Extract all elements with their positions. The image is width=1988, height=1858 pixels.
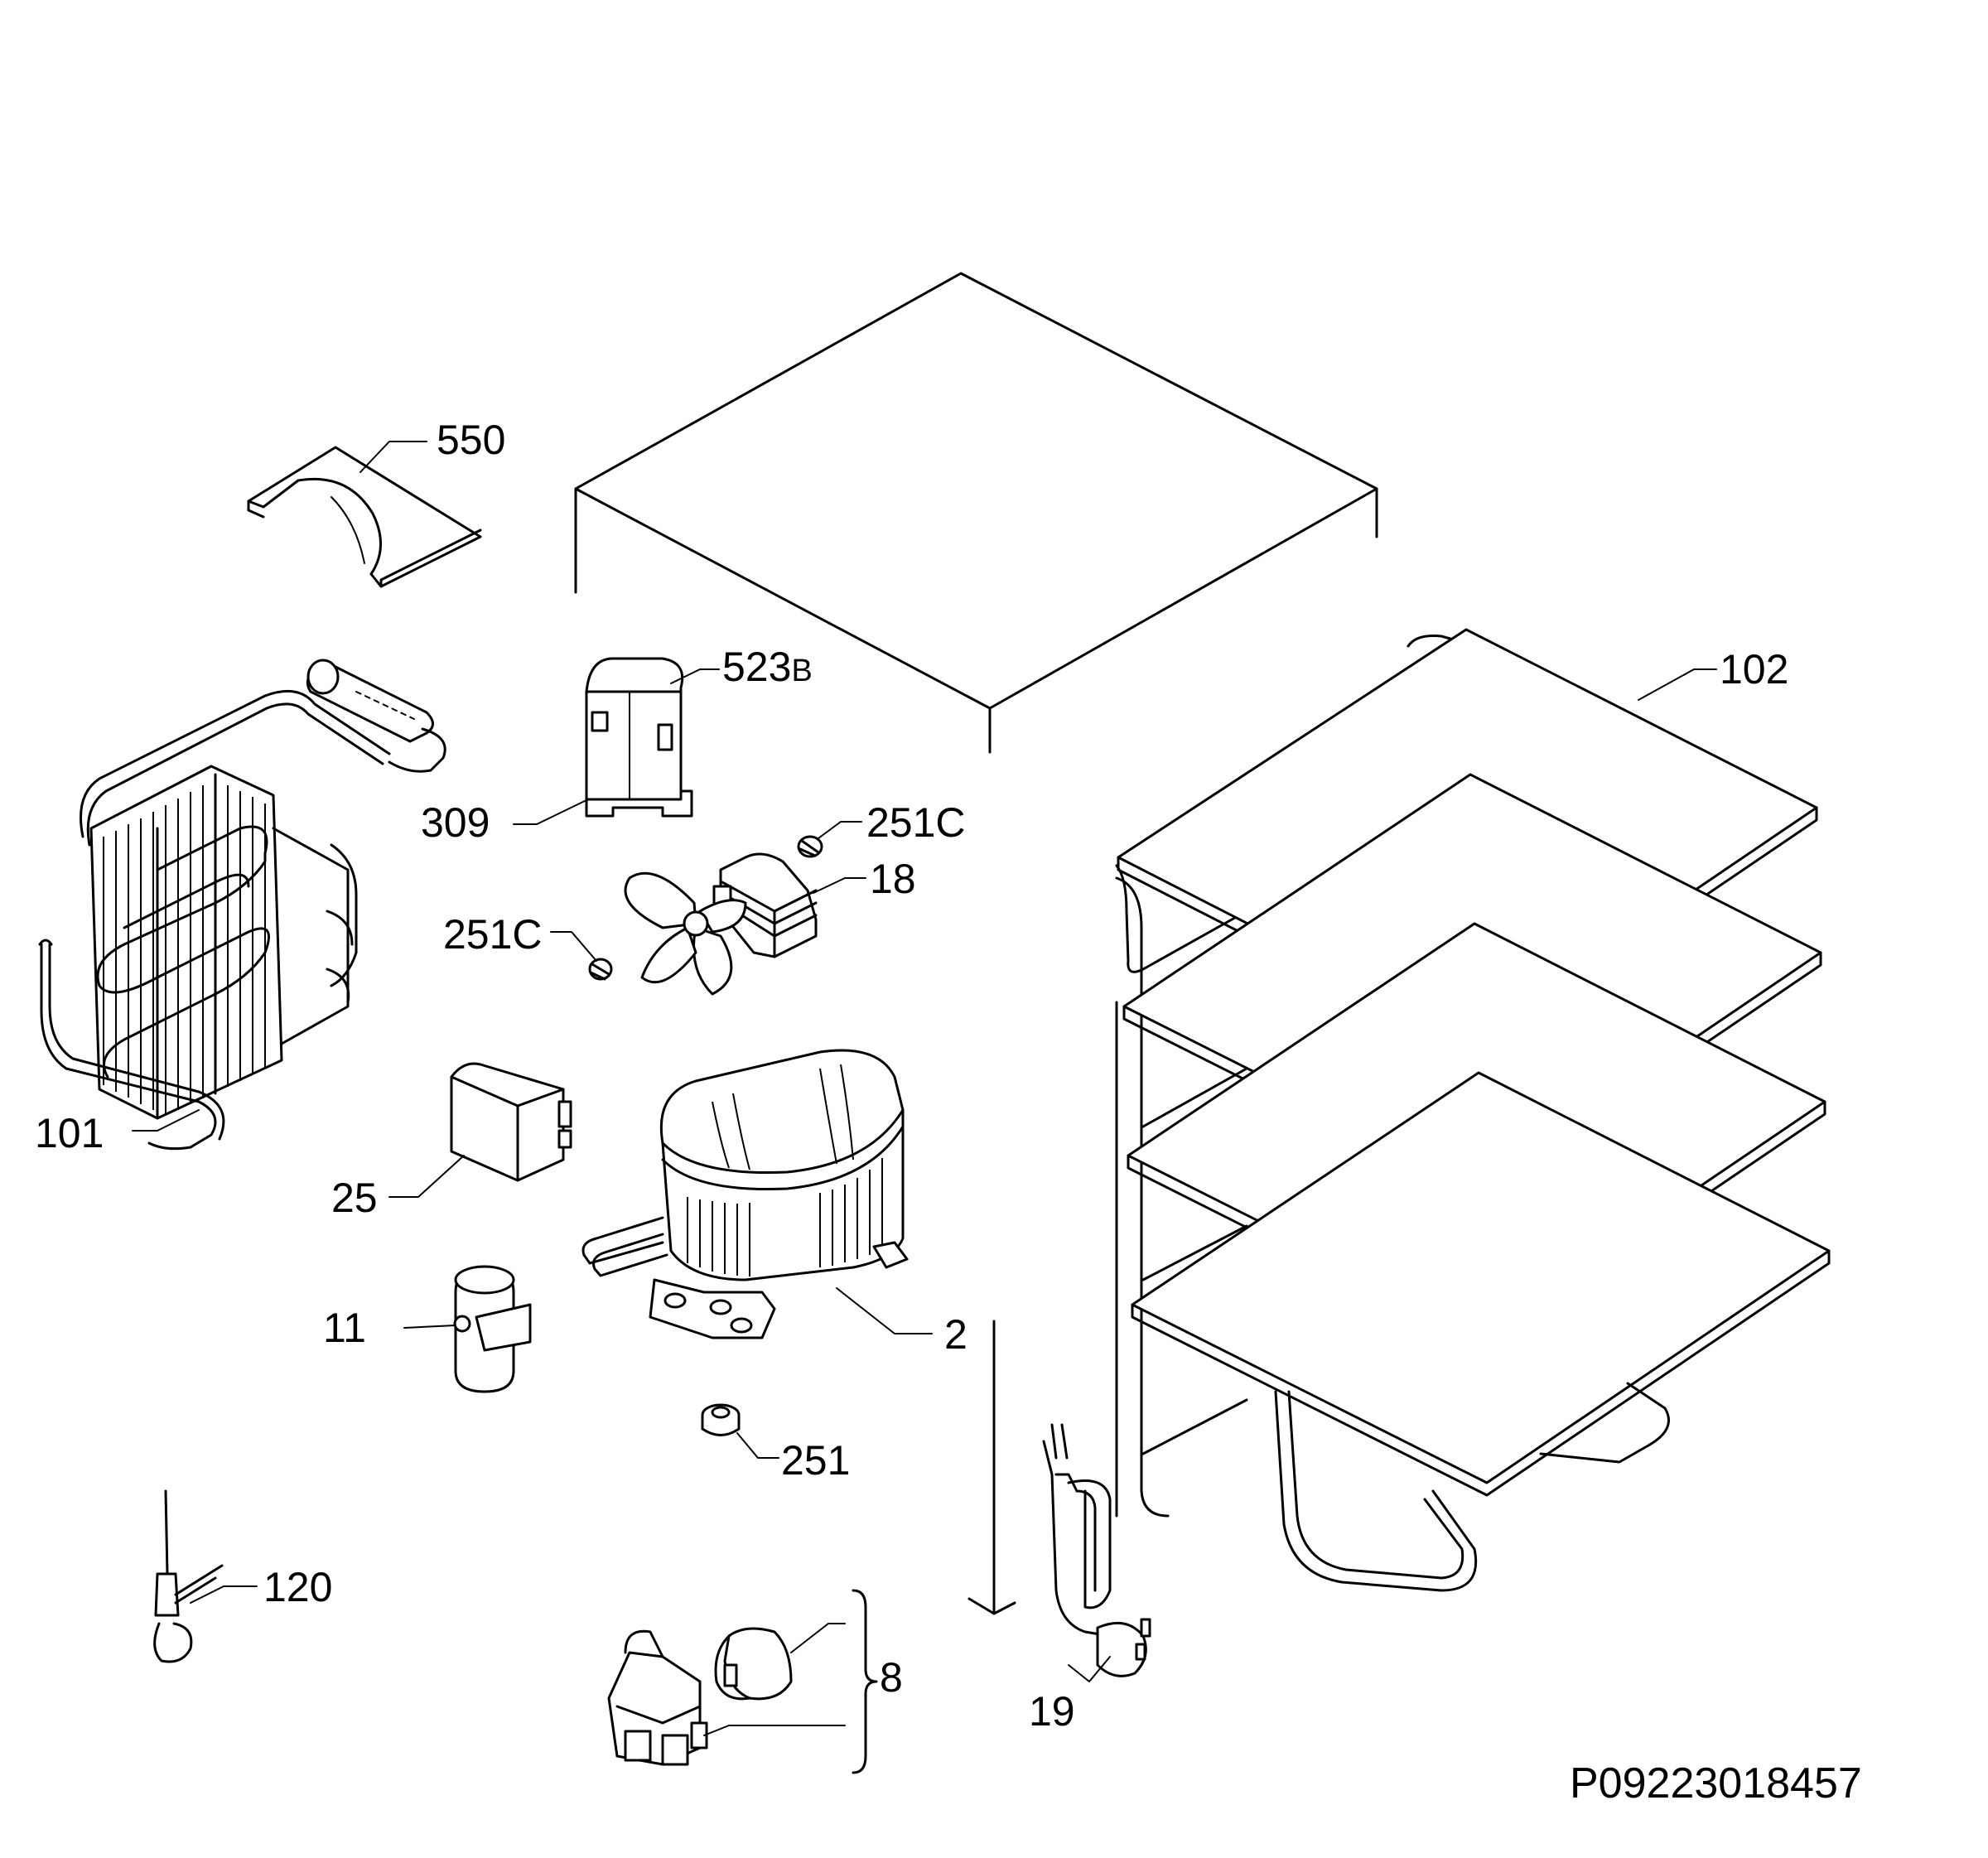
leader-251c-left <box>550 931 597 962</box>
leader-523 <box>670 668 720 684</box>
assembly-direction-arrow <box>967 1320 1016 1615</box>
bracket-8 <box>852 1589 878 1774</box>
part-labels: 550 523B 309 102 251C 18 251C 101 25 11 … <box>35 417 1788 1735</box>
leader-25 <box>388 1155 465 1198</box>
leader-18 <box>813 877 866 894</box>
part-120-sensor <box>153 1489 224 1663</box>
label-8: 8 <box>880 1654 903 1701</box>
label-101: 101 <box>35 1110 104 1156</box>
part-251-grommet <box>701 1403 741 1436</box>
leader-11 <box>403 1325 456 1329</box>
leader-550 <box>359 441 427 473</box>
part-102-shelf-rack <box>1115 628 1831 1592</box>
label-251c-left: 251C <box>443 911 543 958</box>
part-8-relay-protector <box>607 1627 793 1766</box>
leader-251c-top <box>818 821 862 839</box>
part-19-power-cord <box>1042 1423 1151 1677</box>
leader-120 <box>190 1585 258 1604</box>
part-251c-grommet-top <box>797 835 823 858</box>
part-101-condenser <box>38 659 446 1151</box>
leader-19 <box>1068 1656 1111 1682</box>
label-2: 2 <box>944 1311 967 1358</box>
leader-102 <box>1638 668 1717 701</box>
label-550: 550 <box>437 417 505 463</box>
part-251c-grommet-left <box>588 958 613 981</box>
label-523-number: 523 <box>722 644 791 690</box>
label-251: 251 <box>781 1437 850 1484</box>
label-309: 309 <box>421 799 490 846</box>
top-cover-panel <box>574 272 1378 754</box>
label-18: 18 <box>870 856 916 902</box>
leader-2 <box>836 1287 933 1334</box>
label-120: 120 <box>263 1564 332 1610</box>
label-102: 102 <box>1720 646 1788 693</box>
leader-309 <box>513 799 589 825</box>
leader-8-bottom <box>703 1725 846 1736</box>
leader-8-top <box>790 1623 846 1653</box>
part-550-cover <box>247 446 482 588</box>
drawing-code: P09223018457 <box>1570 1759 1862 1807</box>
label-523-suffix: B <box>791 654 812 688</box>
label-25: 25 <box>331 1175 378 1221</box>
leader-251 <box>736 1432 779 1459</box>
label-19: 19 <box>1029 1688 1075 1735</box>
fan-blade <box>624 871 747 996</box>
part-25-starter-box <box>450 1062 572 1182</box>
part-2-compressor <box>581 1049 909 1339</box>
part-523b-relay-box <box>585 657 693 818</box>
leader-101 <box>132 1109 200 1132</box>
label-11: 11 <box>323 1305 366 1351</box>
part-11-drier <box>453 1265 532 1393</box>
label-251c-top: 251C <box>866 799 966 846</box>
label-523: 523B <box>722 644 813 690</box>
